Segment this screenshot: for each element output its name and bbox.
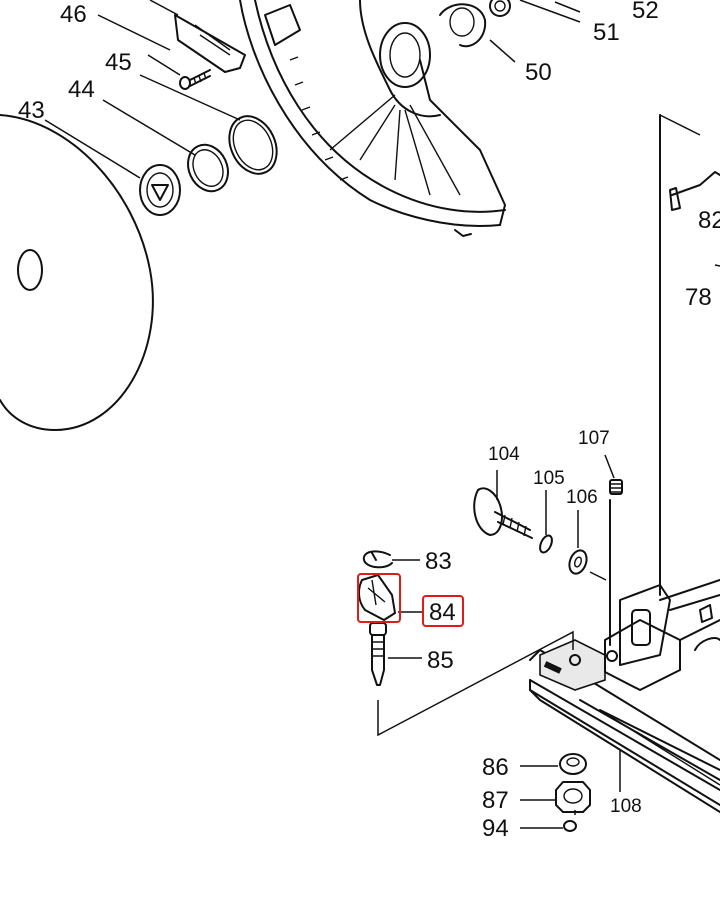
leader-lines — [44, 0, 720, 829]
saw-blade[interactable] — [0, 114, 154, 431]
label-43: 43 — [18, 97, 45, 124]
label-44: 44 — [68, 76, 95, 103]
clip-part[interactable] — [439, 3, 487, 48]
bolt-part[interactable] — [489, 0, 511, 17]
pin-85[interactable] — [369, 622, 387, 686]
set-screw-107[interactable] — [609, 479, 623, 495]
label-94: 94 — [482, 815, 509, 842]
highlight-holder-84 — [357, 573, 401, 623]
nut-86[interactable] — [559, 753, 587, 775]
label-78: 78 — [685, 284, 712, 311]
label-50: 50 — [525, 59, 552, 86]
bracket[interactable] — [174, 14, 246, 73]
label-86: 86 — [482, 754, 509, 781]
label-106: 106 — [566, 487, 598, 508]
label-52: 52 — [632, 0, 659, 24]
ring-washer[interactable] — [181, 138, 236, 198]
highlight-label-84 — [422, 595, 464, 627]
washer-106[interactable] — [566, 548, 589, 576]
label-107: 107 — [578, 428, 610, 449]
label-87: 87 — [482, 787, 509, 814]
inner-flange[interactable] — [139, 164, 181, 216]
label-83: 83 — [425, 548, 452, 575]
label-105: 105 — [533, 468, 565, 489]
base-frame[interactable] — [529, 114, 720, 813]
label-85: 85 — [427, 647, 454, 674]
label-82: 82 — [698, 207, 720, 234]
spring-washer-105[interactable] — [538, 534, 555, 555]
e-ring-83[interactable] — [362, 550, 393, 569]
blade-guard[interactable] — [239, 0, 506, 237]
label-104: 104 — [488, 444, 520, 465]
o-ring[interactable] — [220, 109, 285, 182]
label-51: 51 — [593, 19, 620, 46]
label-45: 45 — [105, 49, 132, 76]
knob-bolt-104[interactable] — [473, 487, 533, 539]
label-84[interactable]: 84 — [429, 599, 456, 626]
label-46: 46 — [60, 1, 87, 28]
flange-nut-87[interactable] — [555, 781, 591, 813]
screw[interactable] — [179, 69, 211, 90]
small-nut-94[interactable] — [563, 820, 577, 832]
holder-84[interactable] — [358, 574, 396, 621]
label-108: 108 — [610, 796, 642, 817]
bolt-82[interactable] — [669, 171, 720, 211]
